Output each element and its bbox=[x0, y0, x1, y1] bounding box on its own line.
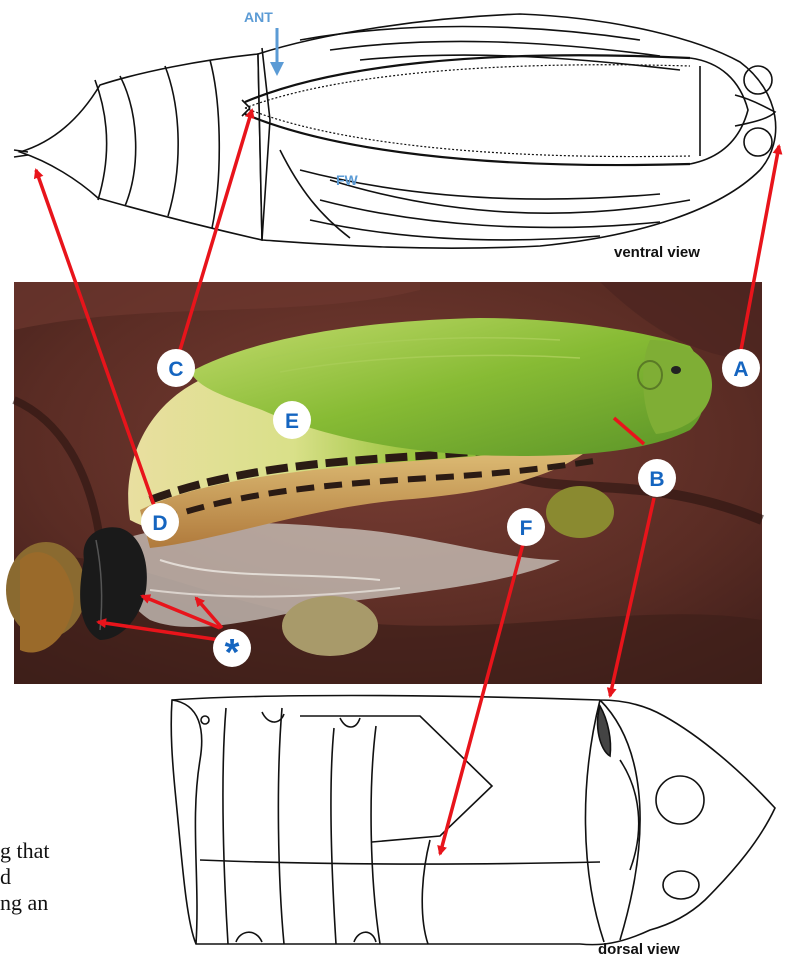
marker-e: E bbox=[273, 401, 311, 439]
dorsal-view-label: dorsal view bbox=[598, 941, 680, 958]
antenna-label: ANT bbox=[244, 9, 273, 25]
forewing-label: FW bbox=[336, 172, 359, 188]
ventral-view-label: ventral view bbox=[614, 244, 700, 261]
body-text-line-3: ng an bbox=[0, 892, 48, 914]
ventral-view-drawing bbox=[14, 14, 776, 248]
marker-f-label: F bbox=[520, 517, 533, 540]
marker-e-label: E bbox=[285, 410, 299, 433]
marker-c-label: C bbox=[168, 358, 183, 381]
marker-asterisk-label: * bbox=[225, 632, 240, 674]
marker-b-label: B bbox=[649, 468, 664, 491]
marker-a-label: A bbox=[733, 358, 748, 381]
marker-d: D bbox=[141, 503, 179, 541]
marker-b: B bbox=[638, 459, 676, 497]
body-text-line-1: g that bbox=[0, 840, 50, 862]
marker-f: F bbox=[507, 508, 545, 546]
marker-a: A bbox=[722, 349, 760, 387]
marker-c: C bbox=[157, 349, 195, 387]
body-text-line-2: d bbox=[0, 866, 11, 888]
marker-d-label: D bbox=[152, 512, 167, 535]
